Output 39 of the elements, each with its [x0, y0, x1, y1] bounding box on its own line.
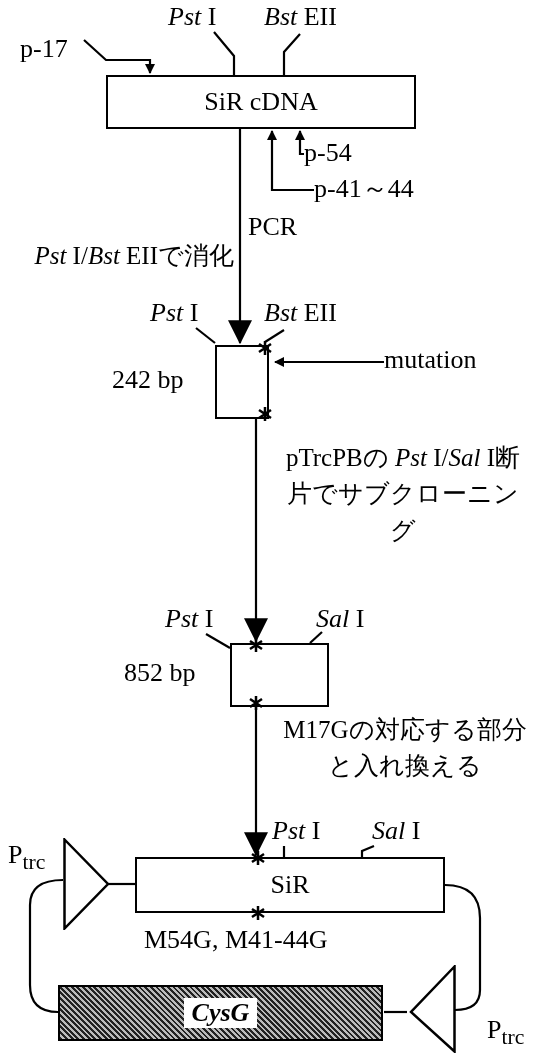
gene-box: [58, 985, 383, 1041]
restriction-site-label: Bst EII: [264, 300, 364, 328]
leader-line: [264, 329, 285, 343]
restriction-site-label: Sal I: [372, 818, 442, 846]
plasmid-line: [107, 882, 135, 886]
plasmid-line: [28, 878, 64, 1014]
gene-box: SiR: [135, 857, 445, 913]
leader-line: [309, 631, 323, 644]
leader-line: [205, 633, 231, 649]
restriction-site-label: Pst I: [272, 818, 342, 846]
primer-label: p-17: [20, 36, 82, 66]
restriction-site-label: Pst I: [150, 300, 220, 328]
step-label: PCR: [248, 212, 298, 242]
mutant-names-label: M54G, M41-44G: [144, 925, 328, 955]
mutation-label: mutation: [384, 347, 504, 377]
restriction-site-label: Pst I: [168, 4, 238, 32]
promoter-label: P$_{trc}$: [487, 1017, 525, 1049]
arrow: [274, 357, 384, 367]
primer-label: p-54: [304, 140, 366, 168]
gene-box: SiR cDNA: [106, 75, 416, 129]
restriction-site-label: Pst I: [165, 606, 235, 634]
plasmid-line: [444, 883, 482, 1012]
promoter-label: P$_{trc}$: [8, 842, 46, 874]
leader-line: [360, 845, 375, 857]
arrow: [228, 129, 252, 345]
primer-arrow: [83, 39, 155, 74]
plasmid-line: [384, 1010, 407, 1014]
restriction-site-label: Bst EII: [264, 4, 364, 32]
primer-arrow: [267, 130, 314, 192]
fragment-size-label: 242 bp: [112, 367, 184, 393]
leader-line: [282, 846, 286, 857]
leader-line: [195, 327, 216, 344]
leader-line: [213, 31, 236, 75]
restriction-site-label: Sal I: [316, 606, 386, 634]
leader-line: [282, 33, 301, 75]
gene-label: CysG: [183, 998, 258, 1028]
primer-label: p-41～44: [314, 176, 426, 204]
primer-arrow: [295, 130, 305, 156]
fragment-size-label: 852 bp: [124, 660, 196, 686]
